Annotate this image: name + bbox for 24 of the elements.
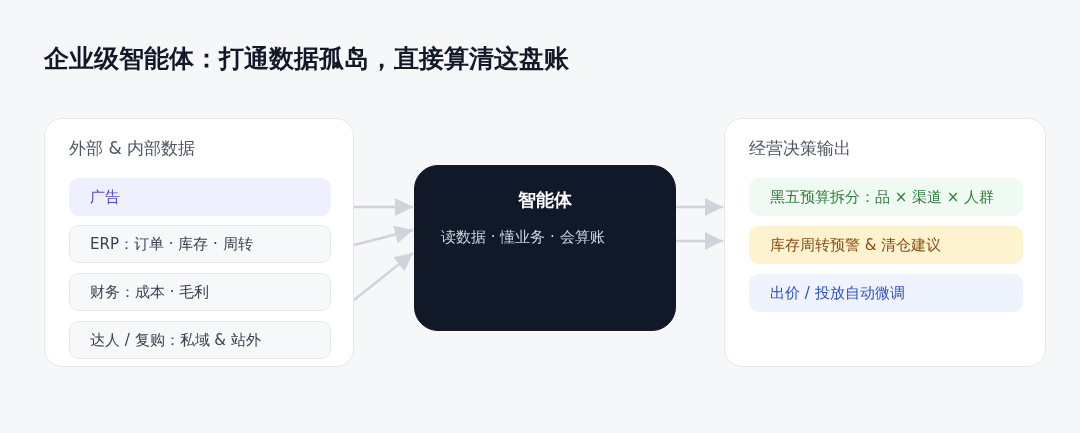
arrow <box>353 225 414 247</box>
item-label: 黑五预算拆分：品 × 渠道 × 人群 <box>770 187 995 207</box>
item-label: 库存周转预警 & 清仓建议 <box>770 235 942 255</box>
panel-card <box>44 118 354 367</box>
output-box <box>749 226 1023 264</box>
arrow <box>676 232 723 250</box>
source-box <box>69 225 331 263</box>
agent-subtitle: 读数据 · 懂业务 · 会算账 <box>441 228 605 247</box>
panel-heading: 经营决策输出 <box>749 137 851 160</box>
agent-box <box>414 165 676 331</box>
panel-heading: 外部 & 内部数据 <box>69 137 196 160</box>
arrow <box>353 252 414 301</box>
panel-card <box>724 118 1046 367</box>
item-label: 财务：成本 · 毛利 <box>90 282 210 302</box>
item-label: 达人 / 复购：私域 & 站外 <box>90 330 261 350</box>
item-label: 出价 / 投放自动微调 <box>770 283 905 303</box>
source-box <box>69 321 331 359</box>
item-label: 广告 <box>90 187 120 207</box>
agent-title: 智能体 <box>517 188 573 212</box>
title: 企业级智能体：打通数据孤岛，直接算清这盘账 <box>44 43 569 75</box>
item-label: ERP：订单 · 库存 · 周转 <box>90 234 253 254</box>
arrow <box>354 198 413 216</box>
arrow <box>676 198 723 216</box>
source-box <box>69 273 331 311</box>
